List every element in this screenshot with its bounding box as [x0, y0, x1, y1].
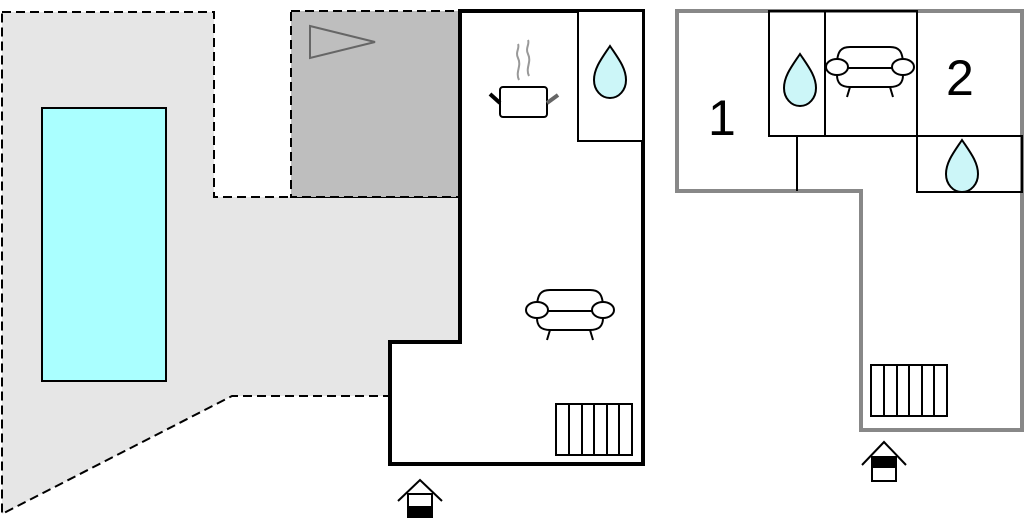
living-room-upper [824, 10, 918, 137]
pool [41, 107, 167, 382]
cooking-pot-icon [488, 39, 560, 118]
flag-icon [309, 24, 376, 60]
room-label-1: 1 [708, 90, 736, 146]
upper-floor-walls [675, 9, 1024, 432]
covered-terrace [290, 10, 461, 198]
room-label-2: 2 [946, 50, 974, 106]
stairs-icon [555, 403, 633, 456]
stairs-icon [870, 364, 948, 417]
bathroom-upper-2 [916, 135, 1023, 193]
entrance-icon [861, 440, 907, 482]
entrance-icon [397, 478, 443, 518]
